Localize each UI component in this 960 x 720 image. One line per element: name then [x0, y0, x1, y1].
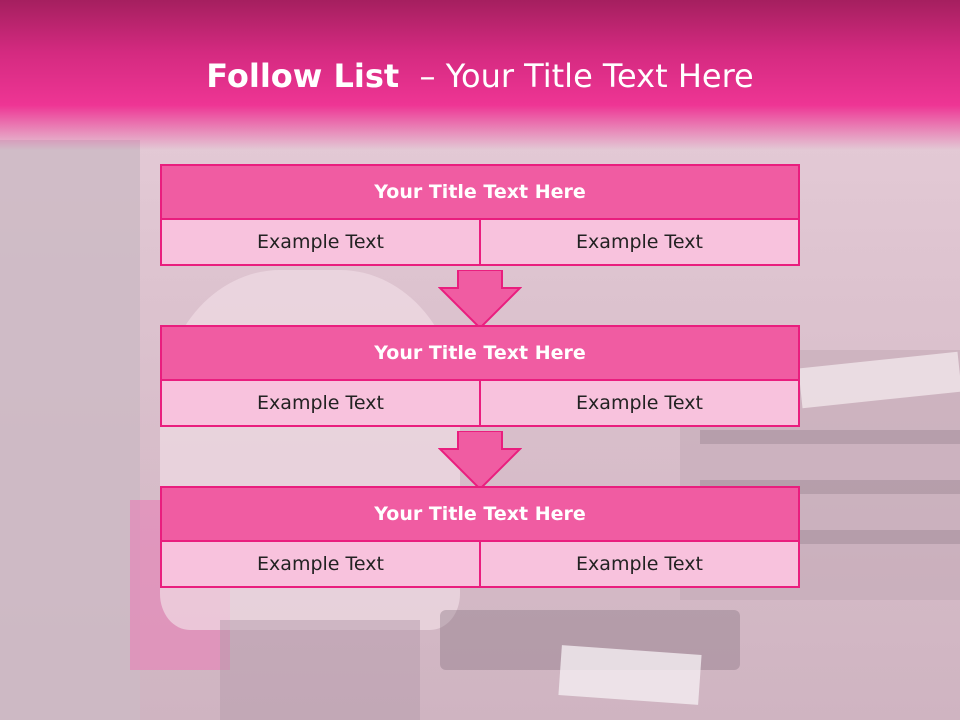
- block-cell-right: Example Text: [479, 540, 800, 588]
- bg-wall: [0, 140, 140, 720]
- bg-tray: [700, 430, 960, 444]
- block-row: Example Text Example Text: [160, 540, 800, 588]
- block-title: Your Title Text Here: [160, 164, 800, 220]
- block-cell-left: Example Text: [160, 540, 481, 588]
- list-block-2: Your Title Text Here Example Text Exampl…: [160, 325, 800, 427]
- block-cell-right: Example Text: [479, 379, 800, 427]
- bg-desk-items: [220, 620, 420, 720]
- block-title: Your Title Text Here: [160, 325, 800, 381]
- bg-paper: [558, 645, 702, 705]
- down-arrow-icon: [438, 270, 522, 330]
- block-cell-left: Example Text: [160, 218, 481, 266]
- block-title: Your Title Text Here: [160, 486, 800, 542]
- title-rest: – Your Title Text Here: [419, 57, 754, 95]
- block-row: Example Text Example Text: [160, 379, 800, 427]
- title-bold: Follow List: [206, 57, 400, 95]
- block-cell-right: Example Text: [479, 218, 800, 266]
- header-band: [0, 0, 960, 150]
- slide-title: Follow List – Your Title Text Here: [0, 56, 960, 96]
- block-row: Example Text Example Text: [160, 218, 800, 266]
- list-block-3: Your Title Text Here Example Text Exampl…: [160, 486, 800, 588]
- down-arrow-icon: [438, 431, 522, 491]
- block-cell-left: Example Text: [160, 379, 481, 427]
- list-block-1: Your Title Text Here Example Text Exampl…: [160, 164, 800, 266]
